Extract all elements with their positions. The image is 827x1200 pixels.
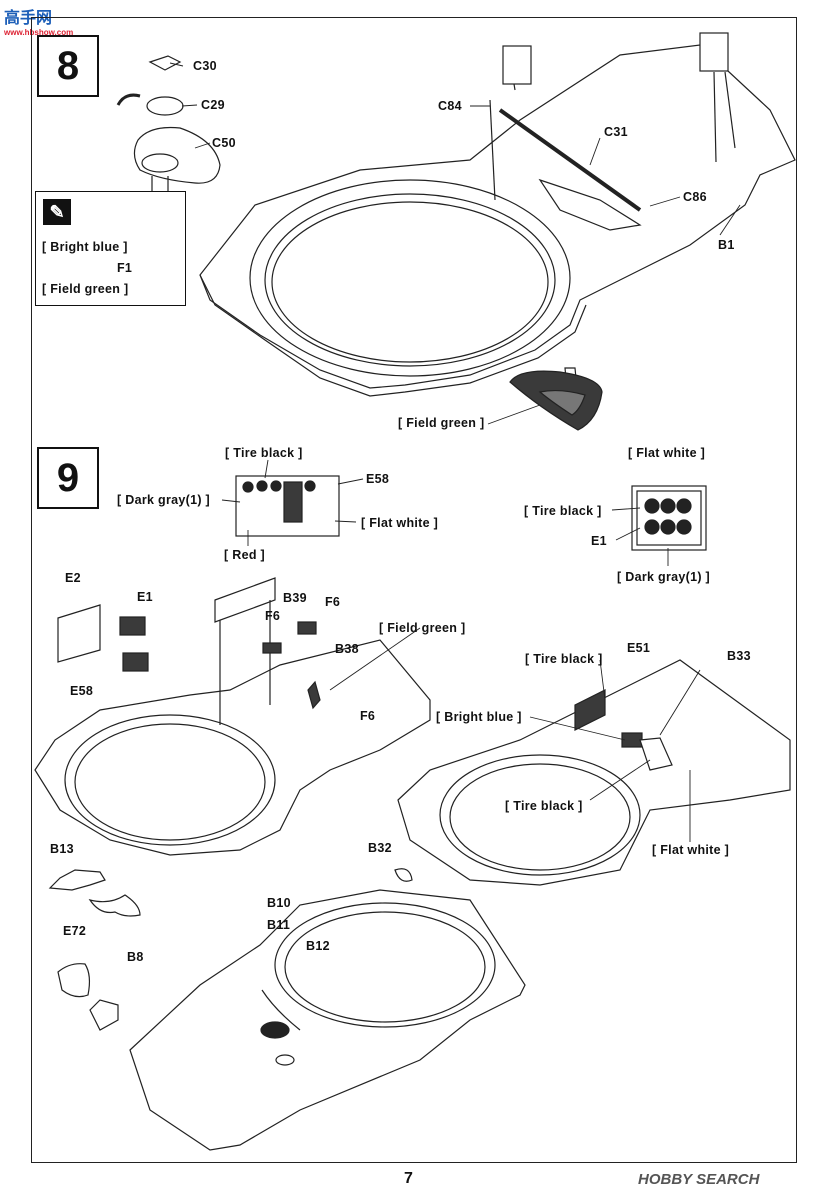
step9-bottom-floor xyxy=(48,868,526,1151)
part-label-e58-panel: E58 xyxy=(366,472,390,486)
part-label-c86: C86 xyxy=(683,190,707,204)
watermark-logo: 高手网 www.hbshow.com xyxy=(4,4,73,37)
step9-right-floor xyxy=(397,659,791,886)
part-label-e51: E51 xyxy=(627,641,651,655)
paint-tire-black-e1: [ Tire black ] xyxy=(524,504,602,518)
paint-flat-white-e58: [ Flat white ] xyxy=(361,516,439,530)
paint-dark-gray-e1: [ Dark gray(1) ] xyxy=(617,570,711,584)
step9-panels xyxy=(235,475,707,551)
paint-bright-blue: [ Bright blue ] xyxy=(42,240,128,254)
paint-callout-box: ✎ xyxy=(35,191,186,306)
part-label-e1-panel: E1 xyxy=(591,534,607,548)
part-label-c30: C30 xyxy=(193,59,217,73)
leader-lines xyxy=(136,62,741,842)
part-label-e1: E1 xyxy=(137,590,153,604)
part-label-f6-bottom: F6 xyxy=(360,709,376,723)
part-label-b8: B8 xyxy=(127,950,144,964)
step-8-number: 8 xyxy=(37,35,99,97)
part-label-b13: B13 xyxy=(50,842,74,856)
paint-field-green: [ Field green ] xyxy=(42,282,129,296)
part-label-b32: B32 xyxy=(368,841,392,855)
part-label-b12: B12 xyxy=(306,939,330,953)
part-label-e2: E2 xyxy=(65,571,81,585)
step9-left-floor xyxy=(34,577,431,856)
watermark-url: www.hbshow.com xyxy=(4,28,74,37)
page-frame xyxy=(31,17,797,1163)
part-label-c29: C29 xyxy=(201,98,225,112)
part-label-b11: B11 xyxy=(267,918,291,932)
paint-tire-black-e58: [ Tire black ] xyxy=(225,446,303,460)
paint-dark-gray-e58: [ Dark gray(1) ] xyxy=(117,493,211,507)
part-label-b39: B39 xyxy=(283,591,307,605)
part-label-b10: B10 xyxy=(267,896,291,910)
part-label-e72: E72 xyxy=(63,924,87,938)
part-label-c50: C50 xyxy=(212,136,236,150)
step8-turret-floor xyxy=(199,32,796,431)
part-label-b1: B1 xyxy=(718,238,735,252)
step-9-number: 9 xyxy=(37,447,99,509)
part-label-f1: F1 xyxy=(117,261,133,275)
part-label-f6-left: F6 xyxy=(265,609,281,623)
paint-bright-blue-right: [ Bright blue ] xyxy=(436,710,522,724)
part-label-b33: B33 xyxy=(727,649,751,663)
paint-field-green-step9: [ Field green ] xyxy=(379,621,466,635)
watermark-hobby-search: HOBBY SEARCH xyxy=(638,1171,760,1188)
paint-tire-black-right-bottom: [ Tire black ] xyxy=(505,799,583,813)
paint-field-green-base: [ Field green ] xyxy=(398,416,485,430)
part-label-c84: C84 xyxy=(438,99,462,113)
paint-flat-white-e1: [ Flat white ] xyxy=(628,446,706,460)
part-label-e58: E58 xyxy=(70,684,94,698)
paint-brush-icon: ✎ xyxy=(43,199,71,225)
paint-red-e58: [ Red ] xyxy=(224,548,265,562)
watermark-title: 高手网 xyxy=(4,10,53,27)
page-number: 7 xyxy=(404,1170,413,1187)
paint-tire-black-right-top: [ Tire black ] xyxy=(525,652,603,666)
part-label-f6-top: F6 xyxy=(325,595,341,609)
part-label-b38: B38 xyxy=(335,642,359,656)
paint-flat-white-right: [ Flat white ] xyxy=(652,843,730,857)
part-label-c31: C31 xyxy=(604,125,628,139)
